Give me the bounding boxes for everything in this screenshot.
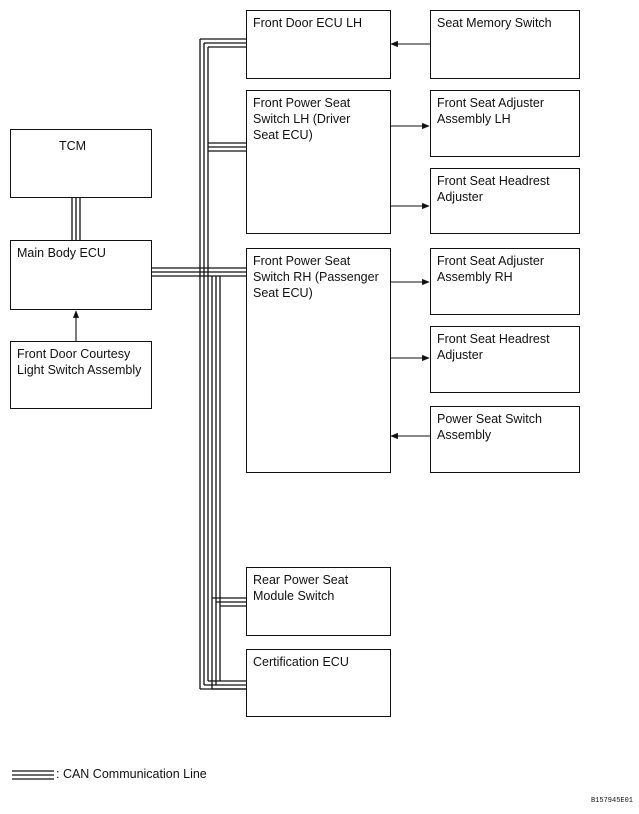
can-bus-lines: [12, 38, 246, 780]
main-body-ecu-box: Main Body ECU: [10, 240, 152, 310]
front-door-courtesy-switch-box: Front Door Courtesy Light Switch Assembl…: [10, 341, 152, 409]
signal-arrows: [72, 40, 430, 440]
front-seat-adjuster-lh-box: Front Seat Adjuster Assembly LH: [430, 90, 580, 157]
certification-ecu-box: Certification ECU: [246, 649, 391, 717]
rear-power-seat-module-switch-box: Rear Power Seat Module Switch: [246, 567, 391, 636]
tcm-box: TCM: [10, 129, 152, 198]
power-seat-switch-assembly-box: Power Seat Switch Assembly: [430, 406, 580, 473]
front-power-seat-switch-rh-box: Front Power Seat Switch RH (Passenger Se…: [246, 248, 391, 473]
seat-memory-switch-box: Seat Memory Switch: [430, 10, 580, 79]
figure-code: B157945E01: [590, 797, 633, 805]
legend-label: : CAN Communication Line: [56, 767, 207, 781]
front-door-ecu-lh-box: Front Door ECU LH: [246, 10, 391, 79]
front-power-seat-switch-lh-box: Front Power Seat Switch LH (Driver Seat …: [246, 90, 391, 234]
front-seat-headrest-adjuster-1-box: Front Seat Headrest Adjuster: [430, 168, 580, 234]
front-seat-headrest-adjuster-2-box: Front Seat Headrest Adjuster: [430, 326, 580, 393]
front-seat-adjuster-rh-box: Front Seat Adjuster Assembly RH: [430, 248, 580, 315]
